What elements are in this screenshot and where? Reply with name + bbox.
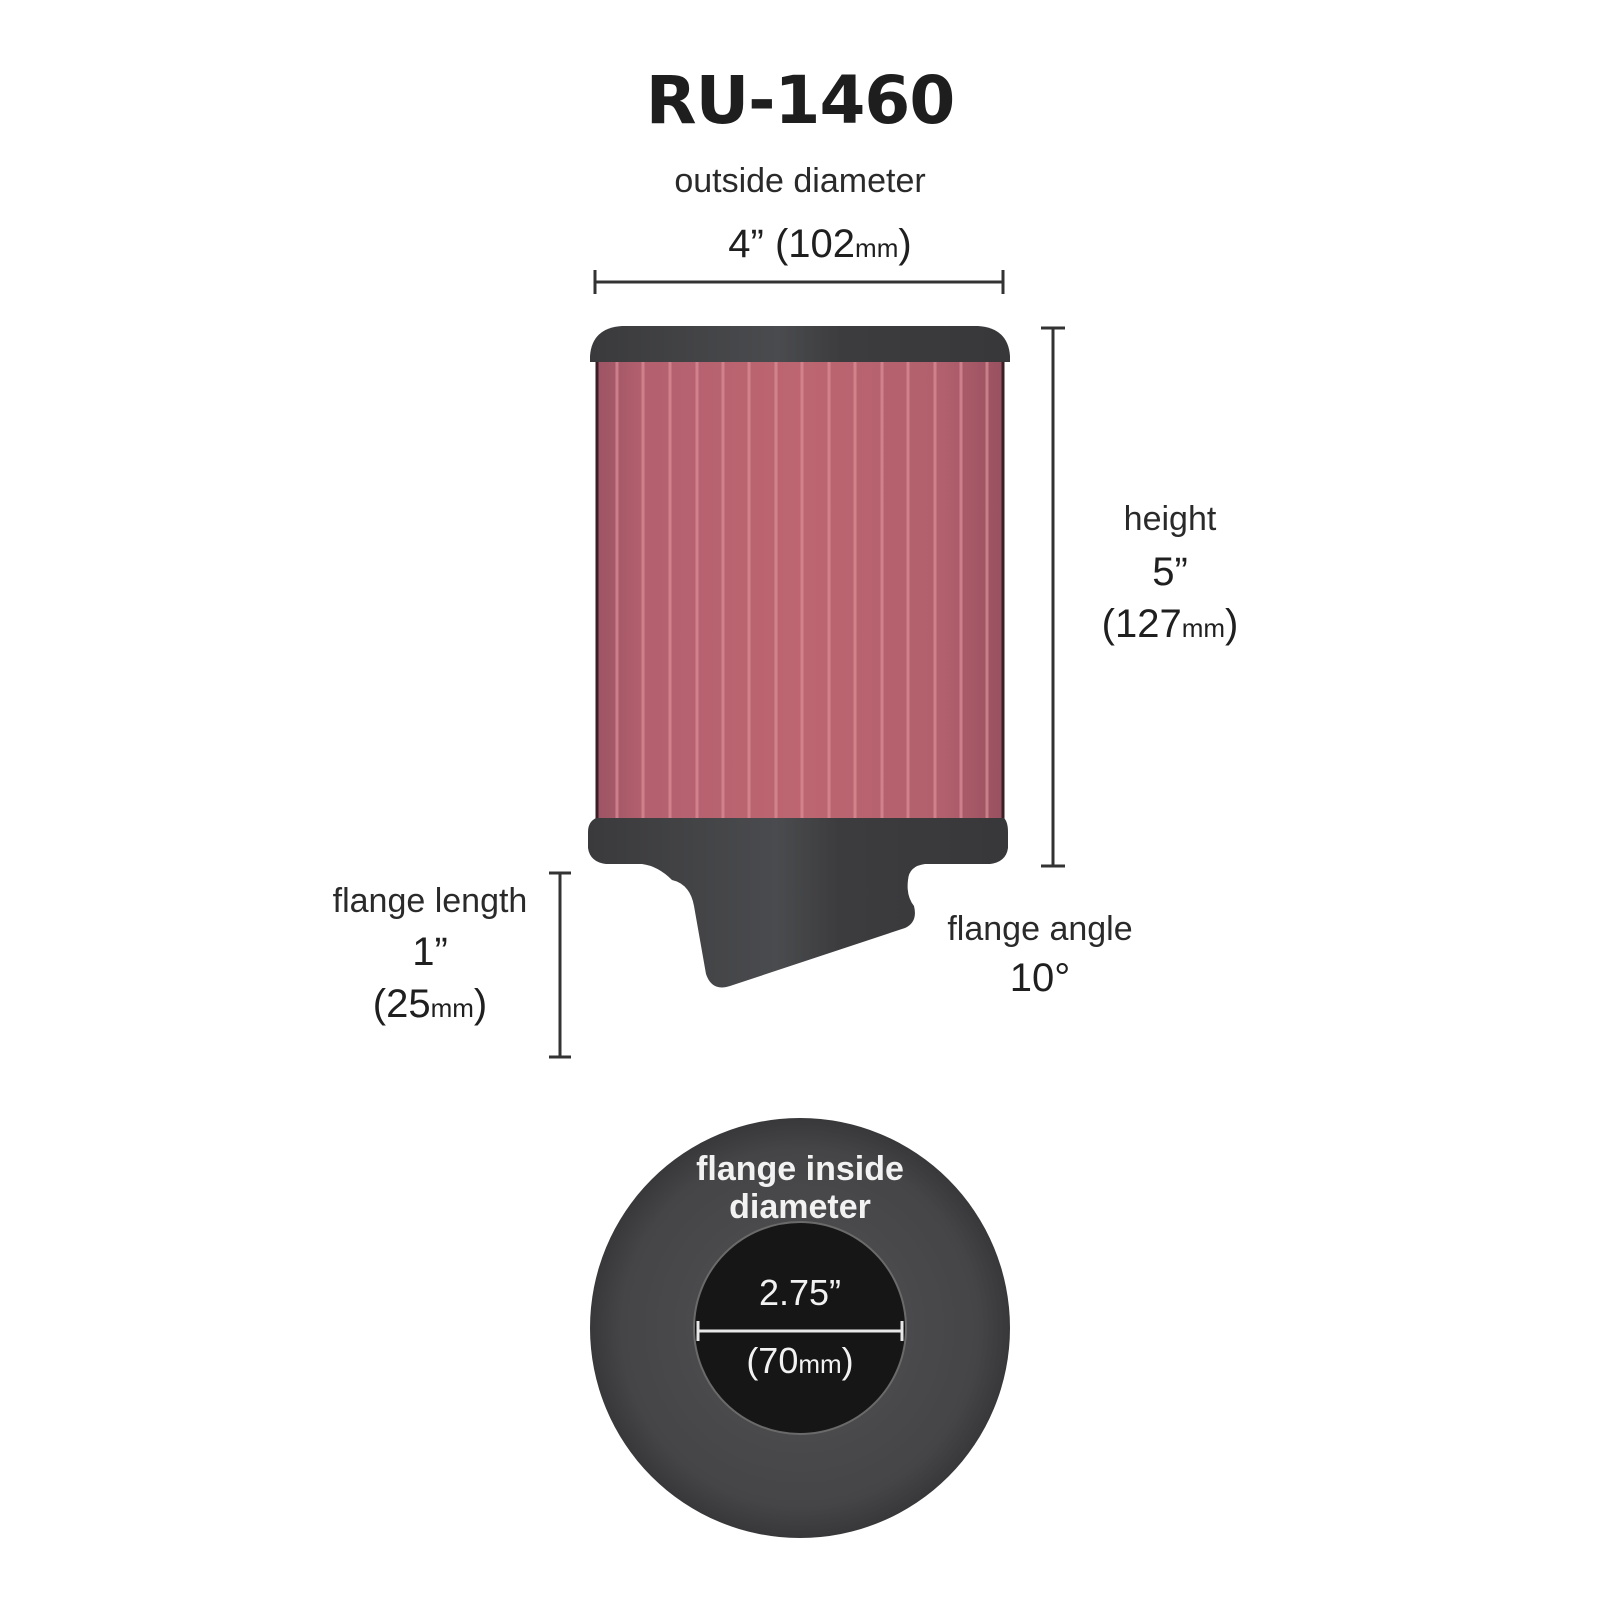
height-dimension-line [1041,326,1065,868]
height-mm: (127mm) [1101,602,1239,646]
top-end-cap [590,326,1010,362]
flange-angle-value: 10° [1009,956,1071,1000]
height-label: height [1123,500,1217,538]
outside-diameter-dimension-line [593,270,1005,294]
flange-length-dimension-line [549,871,571,1059]
inside-diameter-dimension-line [696,1321,904,1341]
flange-angle-label: flange angle [947,910,1133,948]
flange-length-label: flange length [332,882,528,920]
flange-inside-diameter-inches: 2.75” [758,1272,842,1313]
outside-diameter-value: 4” (102mm) [600,222,1040,267]
height-inches: 5” [1152,550,1188,594]
outside-diameter-mm: (102mm) [774,222,912,266]
flange-length-inches: 1” [412,930,448,974]
outside-diameter-label: outside diameter [674,162,926,200]
bottom-end-cap-with-flange [588,818,1008,988]
page-title: RU-1460 [645,62,956,139]
flange-inside-diameter-label-line1: flange inside [696,1150,904,1188]
outside-diameter-inches: 4” [728,222,764,266]
flange-length-mm: (25mm) [372,982,488,1026]
flange-end-view [590,1118,1010,1538]
filter-media [595,355,1005,825]
flange-inside-diameter-label-line2: diameter [729,1188,871,1226]
flange-inside-diameter-mm: (70mm) [746,1340,854,1381]
